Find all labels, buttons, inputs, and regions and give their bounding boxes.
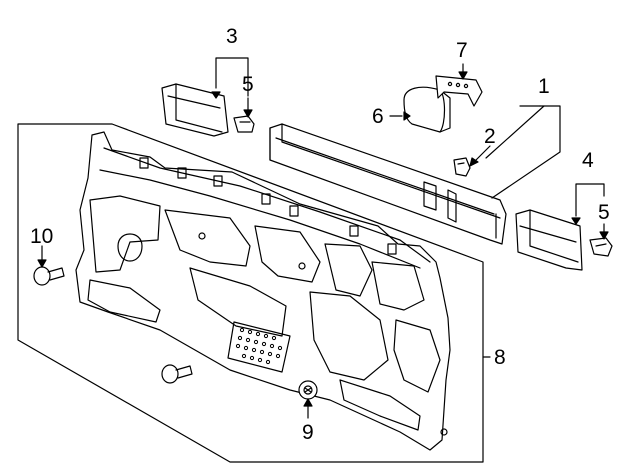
rounded-cap: [404, 87, 450, 132]
top-bracket: [436, 76, 482, 106]
perforated-vent: [228, 322, 290, 372]
callout-leader-1b: [486, 106, 544, 158]
callout-leader-4: [576, 184, 604, 216]
callout-leader-3: [216, 58, 248, 96]
callout-number: 1: [538, 75, 550, 98]
callout-number: 6: [372, 105, 384, 128]
callout-number: 7: [456, 39, 468, 62]
callout-number: 5: [242, 73, 254, 96]
callout-number: 4: [582, 149, 594, 172]
rear-panel-trim: [76, 132, 450, 450]
callout-number: 9: [302, 421, 314, 444]
callout-leader-1: [492, 106, 560, 198]
callout-number: 3: [226, 25, 238, 48]
fastener-10-lower: [161, 364, 192, 384]
right-end-cap: [516, 210, 582, 270]
callout-number: 5: [598, 201, 610, 224]
fastener-10: [33, 266, 64, 286]
callout-leader-2: [474, 146, 490, 162]
upper-trim-bar: [270, 124, 506, 244]
assembly-boundary: [18, 124, 483, 462]
clip-5-left: [234, 116, 254, 132]
callout-number: 10: [30, 225, 54, 248]
clip-2: [454, 158, 470, 176]
callout-number: 8: [494, 346, 506, 369]
left-end-cap: [162, 84, 228, 136]
push-pin-9: [299, 381, 317, 399]
callout-number: 2: [484, 125, 496, 148]
clip-5-right: [590, 238, 612, 256]
